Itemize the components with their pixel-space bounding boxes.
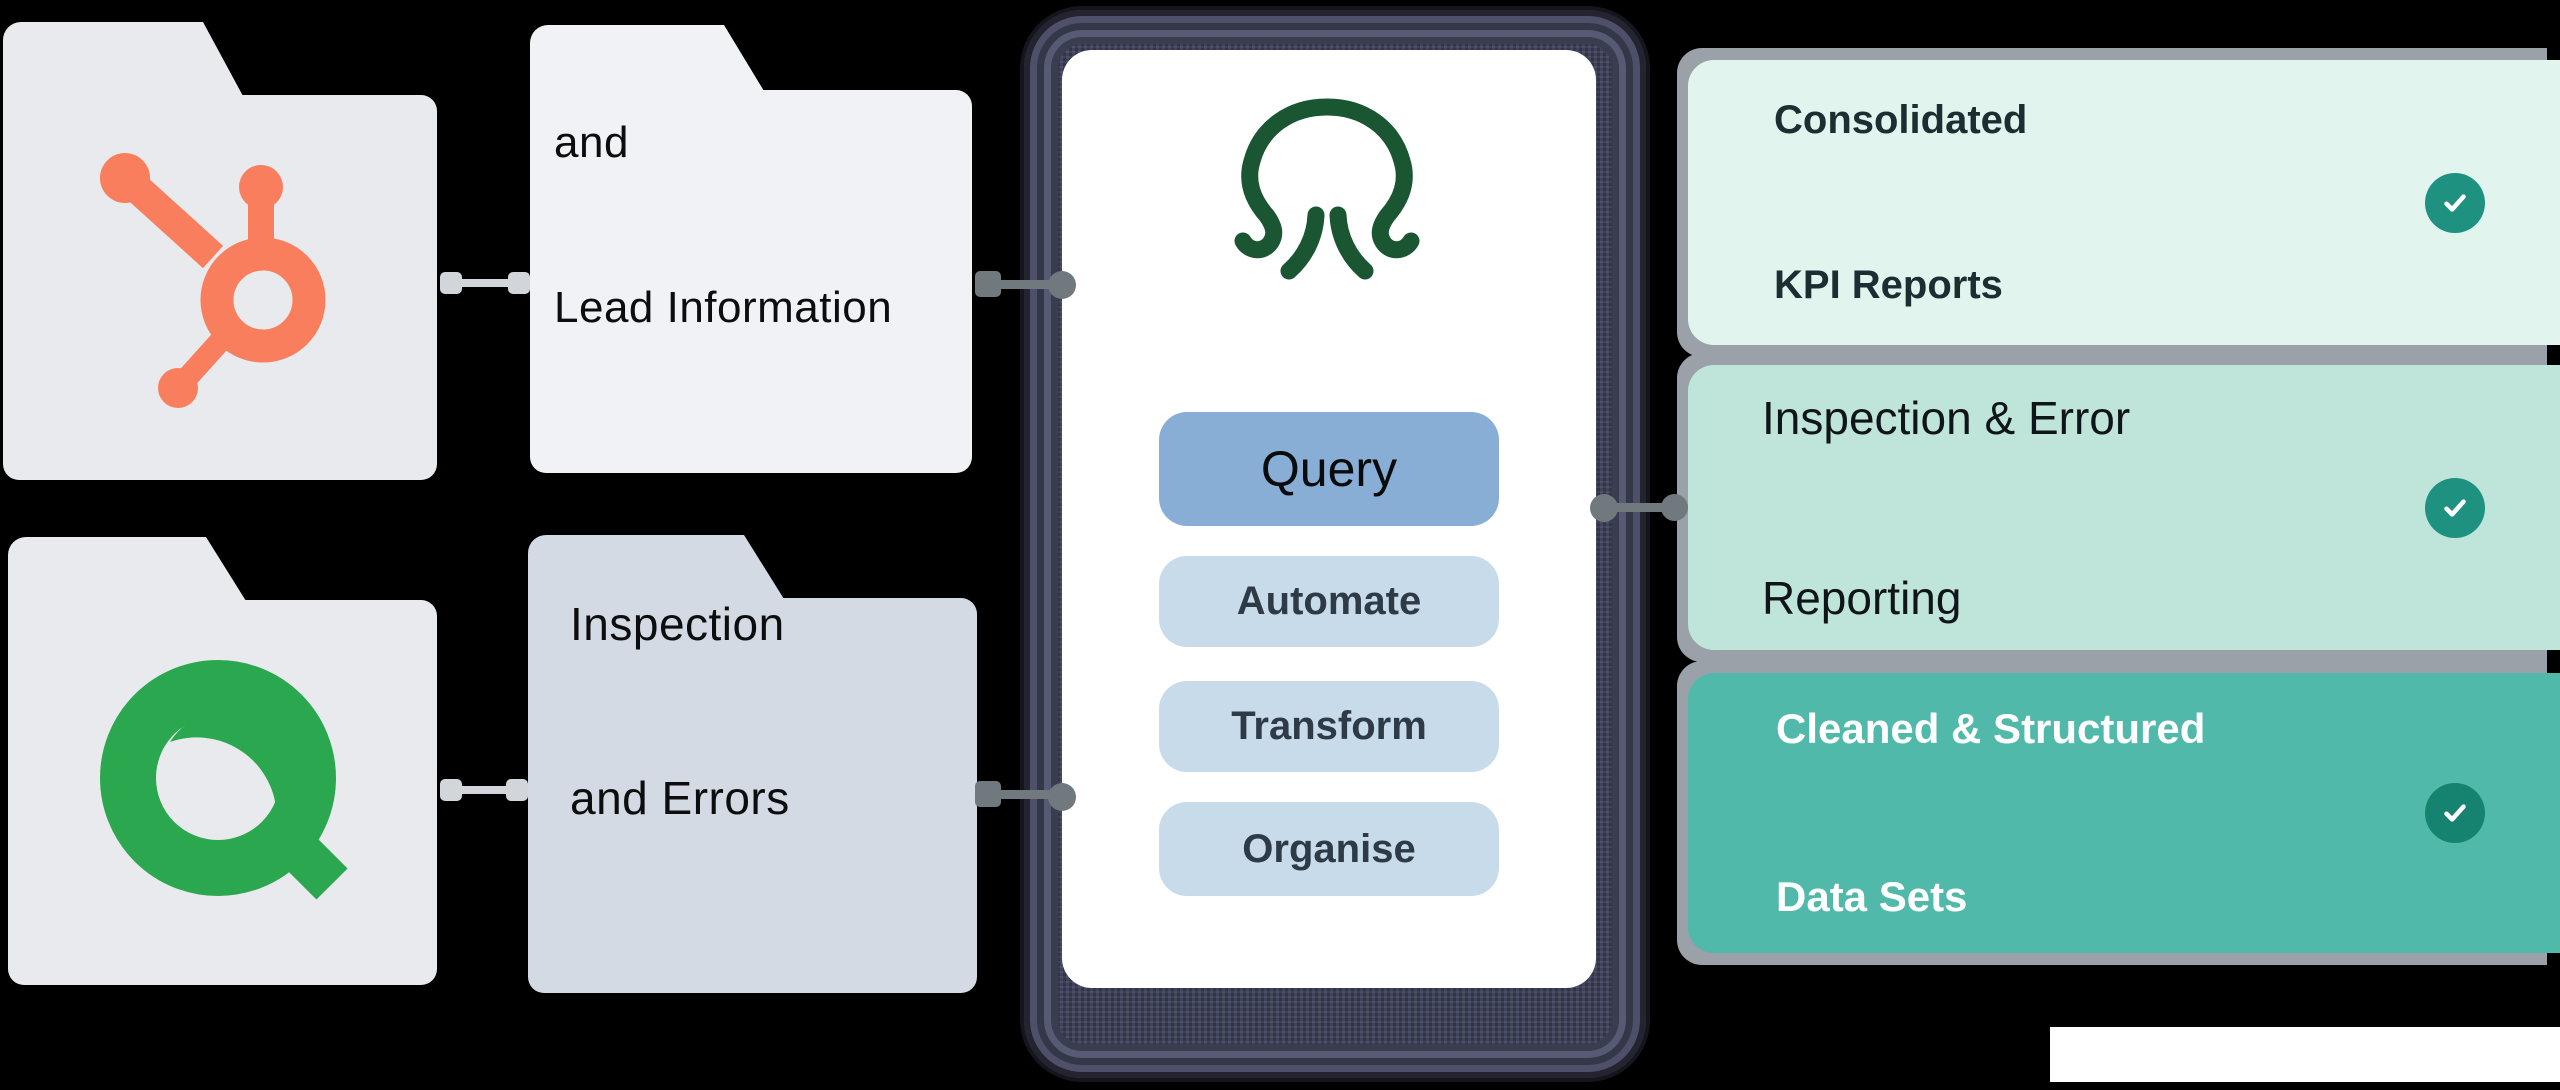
folder-label-line: and	[554, 118, 629, 167]
connector-line	[455, 279, 517, 287]
folder-body	[530, 90, 972, 473]
background-artifact	[2050, 1027, 2560, 1082]
connector-node	[506, 779, 528, 801]
folder-label-line: Lead Information	[554, 283, 893, 332]
hub-screen: Query Automate Transform Organise	[1062, 50, 1596, 988]
check-icon	[2425, 172, 2485, 233]
folder-tab	[8, 537, 246, 601]
organise-button-label: Organise	[1242, 826, 1416, 871]
connector-node	[508, 272, 530, 294]
connector-node	[1661, 494, 1688, 521]
transform-button-label: Transform	[1231, 704, 1427, 748]
output-title-line: Reporting	[1762, 571, 1962, 624]
connector-node	[1048, 271, 1076, 299]
check-icon	[2425, 477, 2485, 538]
connector-line	[1600, 503, 1678, 512]
output-card-cleaned-data: Cleaned & Structured Data Sets	[1688, 673, 2560, 953]
output-title-line: Cleaned & Structured	[1776, 705, 2206, 752]
folder-client-label: Client and Lead Information	[554, 0, 892, 445]
output-card-error-reporting: Inspection & Error Reporting	[1688, 365, 2560, 650]
transform-button[interactable]: Transform	[1159, 681, 1499, 772]
connector-node	[440, 779, 462, 801]
folder-client-lead-info: Client and Lead Information	[530, 0, 972, 473]
folder-tab	[530, 25, 764, 91]
hubspot-sprocket-icon	[100, 153, 326, 408]
query-button-label: Query	[1260, 441, 1398, 497]
folder-tab	[528, 535, 784, 599]
connector-node	[1048, 783, 1076, 811]
automate-button-label: Automate	[1236, 579, 1422, 623]
connector-line	[990, 280, 1060, 289]
folder-inspection-label: Inspection and Errors	[570, 479, 790, 943]
output-title-line: Inspection & Error	[1762, 391, 2131, 444]
connector-node	[440, 272, 462, 294]
connector-line	[455, 786, 515, 794]
connector-node	[975, 271, 1001, 297]
output-title-line: Data Sets	[1776, 873, 1968, 920]
folder-hubspot	[3, 22, 437, 480]
folder-inspection-errors: Inspection and Errors	[528, 535, 977, 993]
output-card-kpi-reports: Consolidated KPI Reports	[1688, 60, 2560, 345]
folder-label-line: and Errors	[570, 772, 790, 824]
octopus-icon	[1234, 98, 1420, 280]
hub-action-list: Query Automate Transform Organise	[1159, 412, 1499, 896]
check-icon	[2425, 783, 2485, 843]
folder-label-line: Inspection	[570, 598, 785, 650]
folder-label-line: Client	[554, 0, 892, 5]
output-card-title: Cleaned & Structured Data Sets	[1688, 589, 2205, 1037]
output-title-line: KPI Reports	[1774, 262, 2003, 307]
qlik-q-icon	[100, 660, 348, 900]
output-card-title: Inspection & Error Reporting	[1688, 268, 2130, 748]
folder-body	[528, 598, 977, 993]
folder-qlik	[8, 537, 437, 985]
output-card-title: Consolidated KPI Reports	[1688, 0, 2027, 423]
automate-button[interactable]: Automate	[1159, 556, 1499, 647]
connector-node	[1590, 494, 1618, 522]
connector-node	[975, 781, 1001, 807]
organise-button[interactable]: Organise	[1159, 802, 1499, 896]
output-title-line: Consolidated	[1774, 97, 2028, 142]
connector-line	[990, 790, 1060, 799]
folder-tab	[3, 22, 243, 96]
query-button[interactable]: Query	[1159, 412, 1499, 526]
